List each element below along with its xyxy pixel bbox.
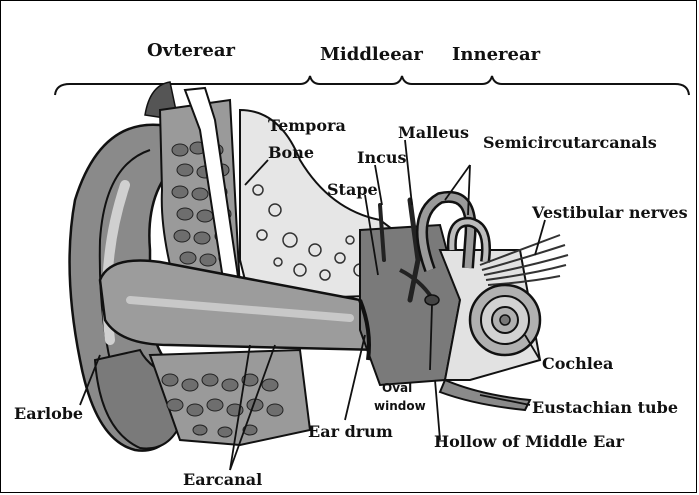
label-earlobe: Earlobe [14, 406, 83, 422]
label-tempora: Tempora [268, 118, 346, 134]
label-bone: Bone [268, 145, 314, 161]
label-stape: Stape [327, 182, 378, 198]
oval-window-shape [425, 295, 439, 305]
label-inner-ear: Innerear [452, 46, 540, 64]
label-ear-drum: Ear drum [308, 424, 393, 440]
label-middle-ear: Middleear [320, 46, 423, 64]
label-oval-window-line2: window [374, 400, 426, 412]
label-vestibular-nerves: Vestibular nerves [532, 205, 688, 221]
label-outer-ear: Ovterear [147, 42, 235, 60]
label-ear-canal: Earcanal [183, 472, 262, 488]
label-cochlea: Cochlea [542, 356, 613, 372]
label-malleus: Malleus [398, 125, 469, 141]
section-bracket [55, 76, 689, 95]
label-hollow-of-middle-ear: Hollow of Middle Ear [434, 434, 624, 450]
label-oval-window-line1: Oval [382, 382, 412, 394]
cochlea-shape [470, 285, 540, 355]
label-eustachian-tube: Eustachian tube [532, 400, 678, 416]
label-incus: Incus [357, 150, 407, 166]
eustachian-tube-shape [440, 380, 530, 410]
label-semicircular-canals: Semicircutarcanals [483, 135, 657, 151]
